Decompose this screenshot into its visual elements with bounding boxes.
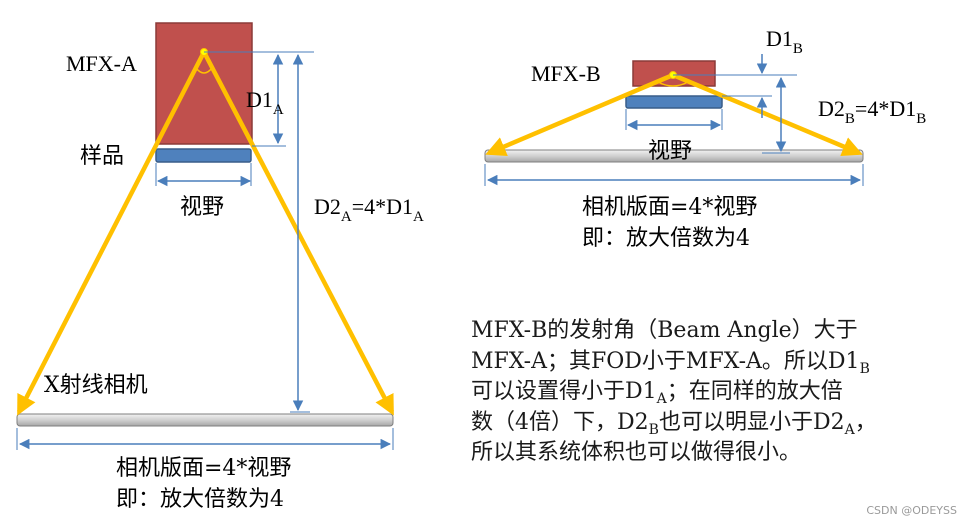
mfx-a-source-body (155, 22, 253, 145)
left-sample-label: 样品 (80, 144, 124, 169)
right-beam-left (485, 72, 674, 156)
left-beam-left (16, 50, 207, 416)
left-camera-label: X射线相机 (44, 373, 148, 398)
explanation-line-2-subscript: B (859, 360, 870, 377)
left-caption-line1: 相机版面=4*视野 (116, 456, 291, 481)
right-d2-subscript-2: B (916, 111, 926, 127)
explanation-line-2: MFX-A；其FOD小于MFX-A。所以D1B (471, 347, 951, 378)
left-beam-angle-arc (195, 67, 213, 74)
left-d2-main: D2 (314, 194, 341, 219)
explanation-line-3-text-b: ；在同样的放大倍 (666, 379, 843, 404)
right-fov-label: 视野 (648, 139, 692, 164)
right-caption-line2: 即：放大倍数为4 (582, 226, 750, 251)
explanation-line-1: MFX-B的发射角（Beam Angle）大于 (471, 316, 951, 347)
explanation-line-1-text: MFX-B的发射角（Beam Angle）大于 (471, 318, 858, 343)
right-caption-line1: 相机版面=4*视野 (582, 195, 757, 220)
watermark: CSDN @ODEYSS (866, 504, 957, 517)
left-fov-label: 视野 (180, 195, 224, 220)
left-d1-main: D1 (246, 87, 273, 112)
explanation-line-3-text-a: 可以设置得小于D1 (471, 379, 657, 404)
explanation-line-4-text-c: ， (854, 409, 877, 435)
explanation-line-4-text-a: 数（4倍）下，D2 (471, 409, 649, 435)
left-d2-subscript-2: A (413, 209, 424, 225)
explanation-line-4: 数（4倍）下，D2B也可以明显小于D2A， (471, 408, 951, 439)
right-d2-subscript: B (845, 111, 855, 127)
explanation-line-4-subscript-2: A (844, 421, 855, 438)
explanation-line-5: 所以其系统体积也可以做得很小。 (471, 438, 951, 469)
right-d2-main: D2 (818, 96, 845, 121)
left-setup: MFX-A 样品 视野 D1A D2A=4*D1A X射线相机 相机版面=4*视… (16, 22, 424, 512)
left-sample-plate (155, 148, 252, 163)
right-d2-label: D2B=4*D1B (818, 96, 926, 127)
explanation-line-5-text: 所以其系统体积也可以做得很小。 (471, 440, 802, 465)
right-d1-subscript: B (793, 41, 803, 57)
explanation-line-3: 可以设置得小于D1A；在同样的放大倍 (471, 377, 951, 408)
explanation-line-3-subscript: A (656, 391, 667, 407)
left-d1-label: D1A (246, 87, 284, 118)
explanation-line-2-text: MFX-A；其FOD小于MFX-A。所以D1 (471, 348, 860, 374)
explanation-line-4-text-b: 也可以明显小于D2 (658, 409, 845, 435)
right-d2-equation: =4*D1 (855, 96, 916, 121)
explanation-paragraph: MFX-B的发射角（Beam Angle）大于 MFX-A；其FOD小于MFX-… (471, 316, 951, 469)
left-detector-panel (16, 413, 394, 427)
right-sample-plate (625, 95, 723, 109)
left-d2-subscript: A (341, 209, 352, 225)
explanation-line-4-subscript-1: B (648, 421, 659, 438)
mfx-b-label: MFX-B (531, 61, 601, 86)
right-setup: MFX-B D1B D2B=4*D1B 视野 相机版面=4*视野 即：放大倍数为… (484, 26, 926, 251)
right-beam-angle-arc (657, 81, 689, 87)
right-beam-right (672, 72, 863, 157)
left-d2-equation: =4*D1 (352, 194, 413, 219)
left-d1-subscript: A (273, 102, 284, 118)
left-d2-label: D2A=4*D1A (314, 194, 424, 225)
right-d1-label: D1B (766, 26, 803, 57)
mfx-a-label: MFX-A (66, 51, 137, 76)
right-d1-main: D1 (766, 26, 793, 51)
left-caption-line2: 即：放大倍数为4 (116, 487, 284, 512)
